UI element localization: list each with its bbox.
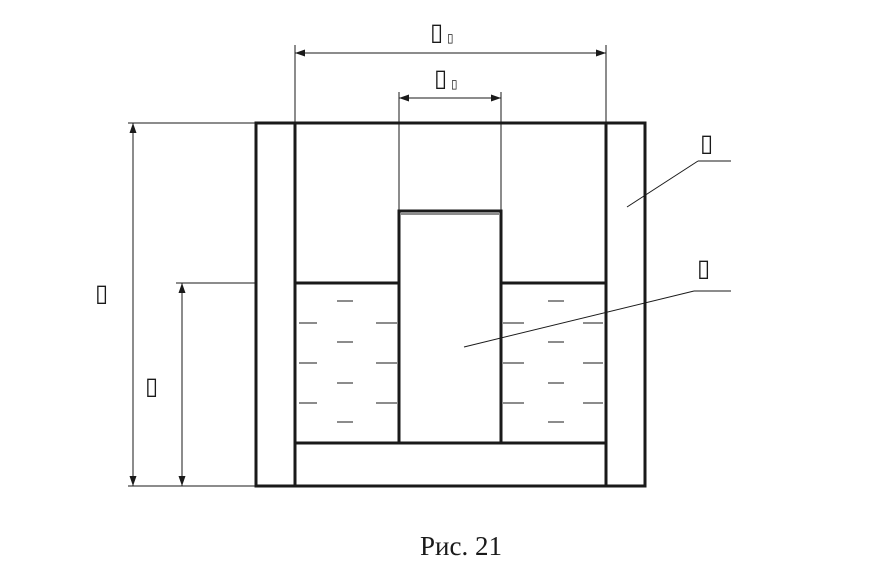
bottom-plate <box>293 441 608 488</box>
label-inner-diameter-sub: ▯ <box>451 77 458 91</box>
label-body: ▯ <box>697 256 710 282</box>
label-outer-diameter-sub: ▯ <box>447 31 454 45</box>
label-outer-diameter: ▯ <box>430 20 443 46</box>
floating-body <box>397 209 503 445</box>
label-liquid-height: ▯ <box>145 374 158 400</box>
liquid-marks-right <box>503 300 603 423</box>
label-wall: ▯ <box>700 131 713 157</box>
liquid-marks-left <box>299 300 397 423</box>
leader-body <box>463 290 695 348</box>
leader-wall <box>626 160 699 208</box>
left-wall <box>254 121 297 488</box>
figure-caption: Рис. 21 <box>420 531 502 561</box>
label-total-height: ▯ <box>95 281 108 307</box>
label-inner-diameter: ▯ <box>434 66 447 92</box>
